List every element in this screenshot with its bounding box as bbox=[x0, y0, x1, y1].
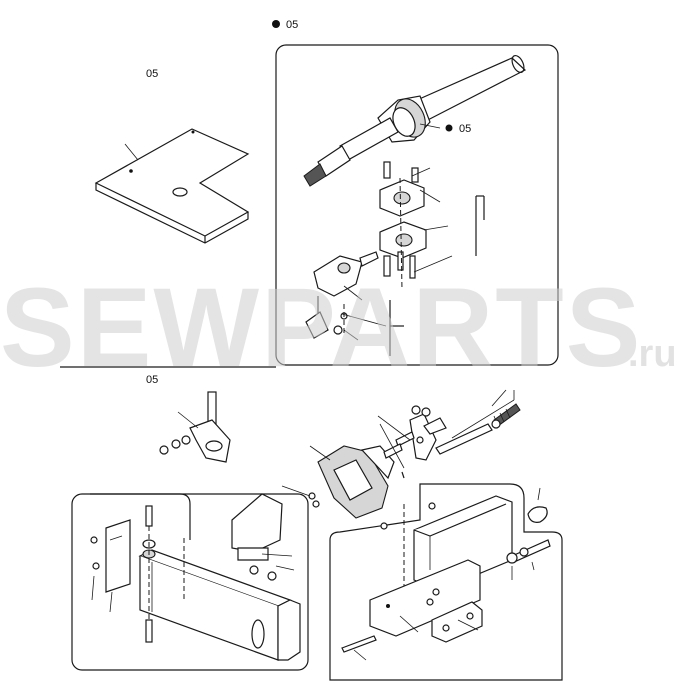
top-ref-label: 05 bbox=[286, 19, 298, 31]
bolt-column bbox=[142, 505, 156, 643]
cover-bracket bbox=[231, 493, 295, 581]
lower-left-frame bbox=[71, 493, 309, 671]
pin-rod bbox=[341, 635, 377, 661]
spring-rod bbox=[377, 389, 521, 479]
clamp-collar-lower bbox=[379, 221, 453, 279]
l-bar bbox=[138, 549, 301, 661]
lower-left-frame-top bbox=[90, 493, 191, 540]
watermark-text: SEWPARTS bbox=[0, 265, 642, 390]
shaft-ref-label: 05 bbox=[459, 123, 471, 135]
clamp-collar-upper bbox=[379, 161, 441, 217]
link-arm bbox=[305, 251, 391, 341]
bullet-icon bbox=[272, 20, 280, 28]
plate-ref-label: 05 bbox=[146, 68, 158, 80]
hinge-pin bbox=[506, 487, 551, 580]
lower-right-frame bbox=[329, 483, 563, 681]
watermark: SEWPARTS .ru bbox=[0, 265, 677, 390]
rod-bracket bbox=[159, 391, 231, 463]
shaft-assembly-frame bbox=[275, 44, 559, 366]
lower-ref-label: 05 bbox=[146, 374, 158, 386]
main-shaft: 05 bbox=[303, 54, 527, 187]
frame-plate bbox=[380, 495, 513, 591]
axis-line bbox=[399, 177, 403, 291]
housing-block bbox=[281, 445, 395, 519]
top-ref-marker: 05 bbox=[272, 19, 298, 31]
base-plate bbox=[94, 128, 250, 244]
watermark-suffix: .ru bbox=[628, 333, 677, 375]
slide-plate bbox=[369, 559, 483, 643]
bracket-plate-left bbox=[90, 519, 131, 613]
bullet-icon bbox=[445, 124, 453, 132]
